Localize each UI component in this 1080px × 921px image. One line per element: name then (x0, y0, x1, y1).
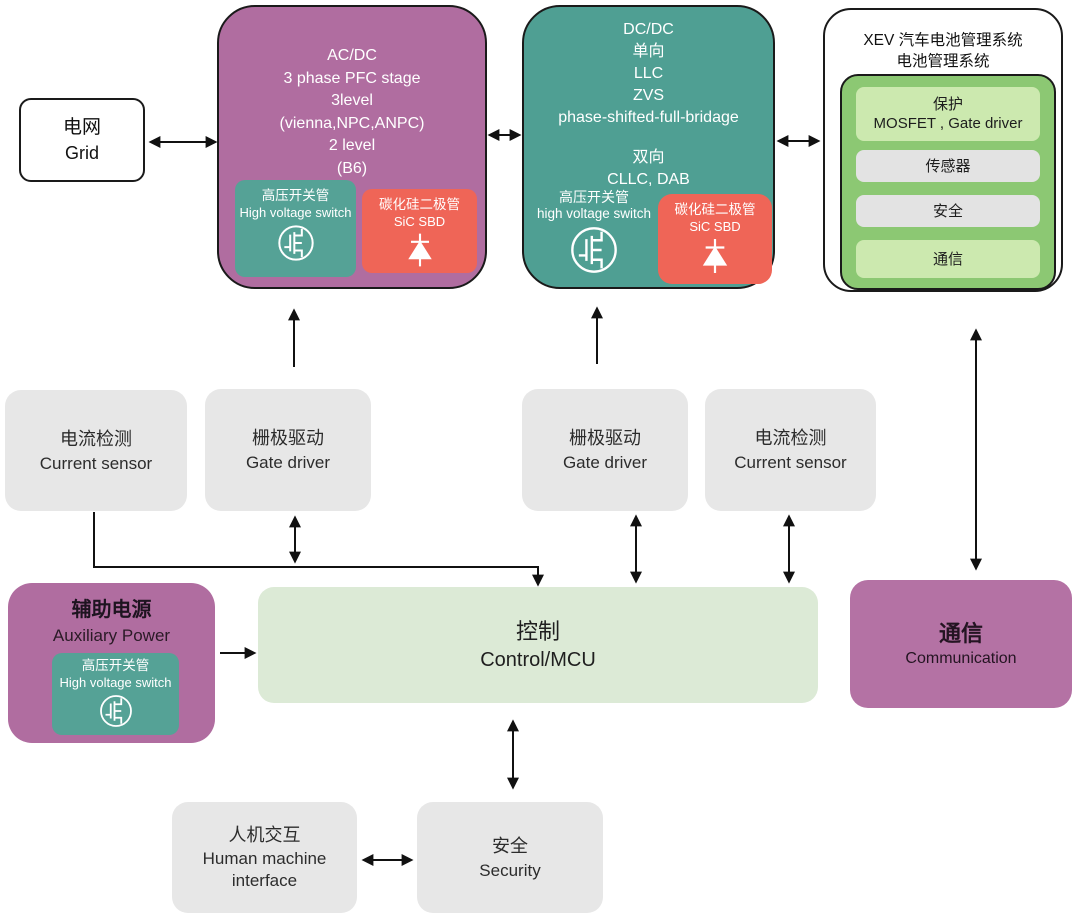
communication-label-zh: 通信 (938, 620, 983, 646)
acdc-line: AC/DC (327, 47, 377, 64)
bms-container: 保护 MOSFET , Gate driver 传感器 安全 通信 (840, 74, 1056, 290)
hv-switch-label-en: High voltage switch (239, 205, 352, 220)
hv-switch-label-zh: 高压开关管 (81, 658, 150, 673)
acdc-line: 3level (331, 92, 373, 109)
bms-row-label: 传感器 (925, 157, 971, 175)
current-sensor-label-en: Current sensor (39, 453, 153, 473)
sic-sbd-label-zh: 碳化硅二极管 (674, 202, 756, 217)
current-sensor-left-box: 电流检测 Current sensor (5, 390, 187, 511)
control-label-en: Control/MCU (480, 648, 596, 671)
hmi-label-zh: 人机交互 (228, 825, 301, 845)
grid-label-zh: 电网 (62, 117, 101, 138)
current-sensor-right-box: 电流检测 Current sensor (705, 389, 876, 511)
xev-title-line1: XEV 汽车电池管理系统 (863, 32, 1023, 49)
xev-bms-box: XEV 汽车电池管理系统 电池管理系统 保护 MOSFET , Gate dri… (823, 8, 1063, 292)
sic-sbd-label-zh: 碳化硅二极管 (379, 197, 460, 212)
security-label-zh: 安全 (492, 835, 528, 856)
acdc-hv-switch-box: 高压开关管 High voltage switch (235, 180, 356, 277)
bms-row-label: 安全 (932, 202, 963, 220)
hv-switch-label-en: High voltage switch (59, 675, 172, 690)
bms-row-communication: 通信 (856, 240, 1040, 278)
bms-row-label: 保护 (932, 96, 963, 113)
security-label-en: Security (479, 860, 541, 880)
dcdc-line: ZVS (632, 87, 665, 104)
gate-driver-label-en: Gate driver (245, 453, 331, 472)
bms-row-label: 通信 (932, 250, 963, 268)
bms-row-sublabel: MOSFET , Gate driver (873, 115, 1023, 132)
grid-label-en: Grid (64, 143, 99, 163)
dcdc-line: phase-shifted-full-bridage (558, 109, 739, 126)
gate-driver-label-zh: 栅极驱动 (252, 428, 324, 448)
acdc-line: (B6) (336, 159, 368, 177)
dcdc-line: 双向 (632, 149, 665, 166)
current-sensor-label-zh: 电流检测 (754, 428, 827, 448)
gate-driver-left-box: 栅极驱动 Gate driver (205, 389, 371, 511)
acdc-line: 3 phase PFC stage (283, 69, 421, 87)
sic-sbd-label-en: SiC SBD (393, 214, 446, 229)
aux-hv-switch-box: 高压开关管 High voltage switch (52, 653, 179, 735)
dcdc-sic-sbd-box: 碳化硅二极管 SiC SBD (658, 194, 772, 284)
communication-label-en: Communication (905, 649, 1017, 667)
control-label-zh: 控制 (515, 618, 560, 644)
xev-title-line2: 电池管理系统 (896, 53, 990, 70)
dcdc-spacer (524, 129, 773, 147)
hmi-label-en-line1: Human machine (202, 849, 327, 868)
auxiliary-power-box: 辅助电源 Auxiliary Power 高压开关管 High voltage … (8, 583, 215, 743)
dcdc-line: DC/DC (623, 21, 674, 38)
hv-switch-label-zh: 高压开关管 (559, 189, 629, 205)
hmi-box: 人机交互 Human machine interface (172, 802, 357, 913)
diode-icon (407, 233, 432, 267)
hv-switch-label-en: high voltage switch (536, 206, 652, 221)
diode-icon (702, 239, 728, 273)
control-mcu-box: 控制 Control/MCU (258, 587, 818, 703)
sic-sbd-label-en: SiC SBD (689, 219, 741, 234)
security-box: 安全 Security (417, 802, 603, 913)
mosfet-icon (571, 227, 617, 273)
aux-power-label-en: Auxiliary Power (52, 626, 171, 645)
aux-power-label-zh: 辅助电源 (71, 599, 152, 621)
dcdc-line: LLC (633, 65, 664, 82)
communication-box: 通信 Communication (850, 580, 1072, 708)
gate-driver-right-box: 栅极驱动 Gate driver (522, 389, 688, 511)
dcdc-box: DC/DC 单向 LLC ZVS phase-shifted-full-brid… (522, 5, 775, 289)
current-sensor-label-zh: 电流检测 (60, 428, 132, 449)
bms-row-sensor: 传感器 (856, 150, 1040, 182)
mosfet-icon (277, 225, 314, 261)
line-currentsensor-left-control (93, 512, 544, 587)
acdc-line: (vienna,NPC,ANPC) (279, 114, 425, 132)
acdc-text: AC/DC 3 phase PFC stage 3level (vienna,N… (219, 45, 485, 180)
dcdc-line: CLLC, DAB (607, 171, 690, 188)
acdc-line: 2 level (328, 137, 376, 154)
acdc-pfc-box: AC/DC 3 phase PFC stage 3level (vienna,N… (217, 5, 487, 289)
mosfet-icon (99, 695, 132, 727)
dcdc-line: 单向 (632, 43, 665, 60)
acdc-sic-sbd-box: 碳化硅二极管 SiC SBD (362, 189, 477, 273)
hv-switch-label-zh: 高压开关管 (261, 188, 330, 203)
dcdc-hv-switch-area: 高压开关管 high voltage switch (530, 188, 658, 276)
hmi-label-en-line2: interface (231, 871, 298, 890)
current-sensor-label-en: Current sensor (734, 453, 847, 472)
gate-driver-label-zh: 栅极驱动 (569, 428, 641, 448)
bms-row-safety: 安全 (856, 195, 1040, 227)
gate-driver-label-en: Gate driver (562, 453, 648, 472)
bms-row-protection: 保护 MOSFET , Gate driver (856, 87, 1040, 141)
xev-title: XEV 汽车电池管理系统 电池管理系统 (825, 30, 1061, 72)
dcdc-text: DC/DC 单向 LLC ZVS phase-shifted-full-brid… (524, 19, 773, 191)
grid-box: 电网 Grid (19, 98, 145, 182)
